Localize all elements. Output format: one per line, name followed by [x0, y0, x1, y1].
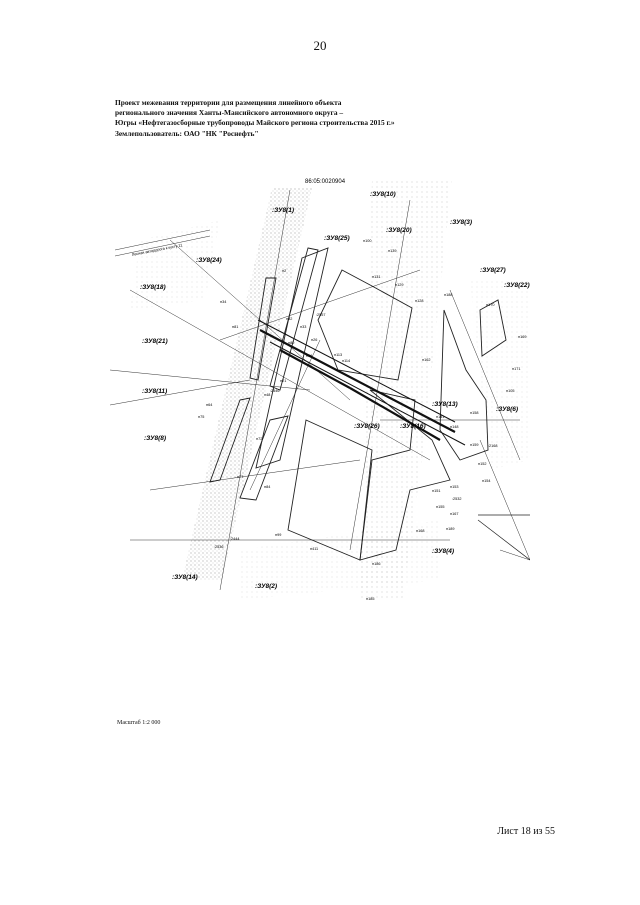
zone-label: :ЗУ8(25): [324, 235, 350, 242]
area-number: :2532: [452, 497, 462, 501]
header-line: Землепользователь: ОАО "НК "Роснефть": [115, 128, 259, 138]
point-label: н131: [372, 275, 380, 279]
point-labels: н100 н139 н131 н129 н128 н188 н170 н169 …: [198, 239, 526, 601]
zone-label: :ЗУ8(13): [432, 401, 458, 408]
point-label: н80: [288, 341, 294, 345]
point-label: н411: [310, 547, 318, 551]
area-number: :2168: [488, 444, 498, 448]
point-label: н75: [198, 415, 204, 419]
area-number: :2557: [316, 313, 326, 317]
zone-label: :ЗУ8(24): [196, 257, 222, 264]
point-label: н34: [220, 300, 226, 304]
point-label: н99: [275, 533, 281, 537]
point-label: н100: [363, 239, 371, 243]
zone-label: :ЗУ8(18): [140, 284, 166, 291]
forest-stipple: [130, 180, 530, 600]
zone-label: :ЗУ8(11): [142, 388, 167, 395]
point-label: н171: [512, 367, 520, 371]
point-label: н48: [264, 393, 270, 397]
point-label: н128: [415, 299, 423, 303]
zone-label: :ЗУ8(14): [172, 574, 198, 581]
zone-label: :ЗУ8(4): [432, 548, 454, 555]
zone-label: :ЗУ8(21): [142, 338, 168, 345]
zone-label: :ЗУ8(8): [144, 435, 166, 442]
point-label: н162: [422, 358, 430, 362]
scale-caption: Масштаб 1:2 000: [117, 720, 161, 726]
zone-label: :ЗУ8(22): [504, 282, 530, 289]
point-label: н186: [372, 562, 380, 566]
point-label: н113: [334, 353, 342, 357]
point-label: н169: [518, 335, 526, 339]
point-label: н152: [478, 462, 486, 466]
point-label: н148: [450, 425, 458, 429]
cadastral-block-number: 86:05:0020904: [305, 179, 346, 185]
cadastral-map: 86:05:0020904 Лесная автодорога к кусту …: [110, 160, 530, 620]
point-label: н32: [286, 317, 292, 321]
zone-label: :ЗУ8(2): [255, 583, 277, 590]
point-label: н114: [342, 359, 350, 363]
zone-labels: :ЗУ8(1) :ЗУ8(10) :ЗУ8(20) :ЗУ8(3) :ЗУ8(2…: [140, 191, 530, 590]
area-number: :2546: [270, 389, 280, 393]
point-label: н170: [486, 303, 494, 307]
zone-label: :ЗУ8(6): [496, 406, 518, 413]
point-label: н72: [256, 437, 262, 441]
point-label: н168: [416, 529, 424, 533]
page-number: 20: [313, 38, 327, 53]
point-label: н151: [432, 489, 440, 493]
point-label: н158: [470, 411, 478, 415]
point-label: н105: [506, 389, 514, 393]
point-label: н141: [436, 415, 444, 419]
area-number: :2444: [230, 537, 240, 541]
point-label: н159: [470, 443, 478, 447]
zone-label: :ЗУ8(16): [400, 423, 426, 430]
header-line: регионального значения Ханты-Мансийского…: [115, 108, 344, 118]
point-label: н129: [395, 283, 403, 287]
point-label: н155: [436, 505, 444, 509]
point-label: н154: [482, 479, 490, 483]
map-linework: [110, 189, 530, 591]
point-label: н167: [450, 512, 458, 516]
header-line: Проект межевания территории для размещен…: [115, 98, 342, 107]
point-label: н2: [282, 269, 286, 273]
document-header: Проект межевания территории для размещен…: [115, 98, 515, 139]
zone-label: :ЗУ8(10): [370, 191, 396, 198]
point-label: н139: [388, 249, 396, 253]
point-label: н21: [280, 379, 286, 383]
point-label: н188: [444, 293, 452, 297]
point-label: н189: [446, 527, 454, 531]
point-label: н81: [232, 325, 238, 329]
point-label: н77: [237, 475, 243, 479]
point-label: н64: [206, 403, 212, 407]
zone-label: :ЗУ8(3): [450, 219, 472, 226]
area-number: :2536: [214, 545, 224, 549]
zone-label: :ЗУ8(20): [386, 227, 412, 234]
point-label: н84: [264, 485, 270, 489]
zone-label: :ЗУ8(27): [480, 267, 506, 274]
pipeline-corridor: [259, 329, 456, 441]
zone-label: :ЗУ8(26): [354, 423, 380, 430]
zone-label: :ЗУ8(1): [272, 207, 294, 214]
point-label: н26: [311, 338, 317, 342]
point-label: н153: [450, 485, 458, 489]
area-numbers: :2557 :2546 :2532 :2536 :2444 :2168: [214, 313, 498, 549]
header-line: Югры «Нефтегазосборные трубопроводы Майс…: [115, 118, 395, 128]
sheet-number: Лист 18 из 55: [497, 826, 555, 837]
point-label: н33: [300, 325, 306, 329]
point-label: н185: [366, 597, 374, 601]
point-label: н36: [306, 354, 312, 358]
